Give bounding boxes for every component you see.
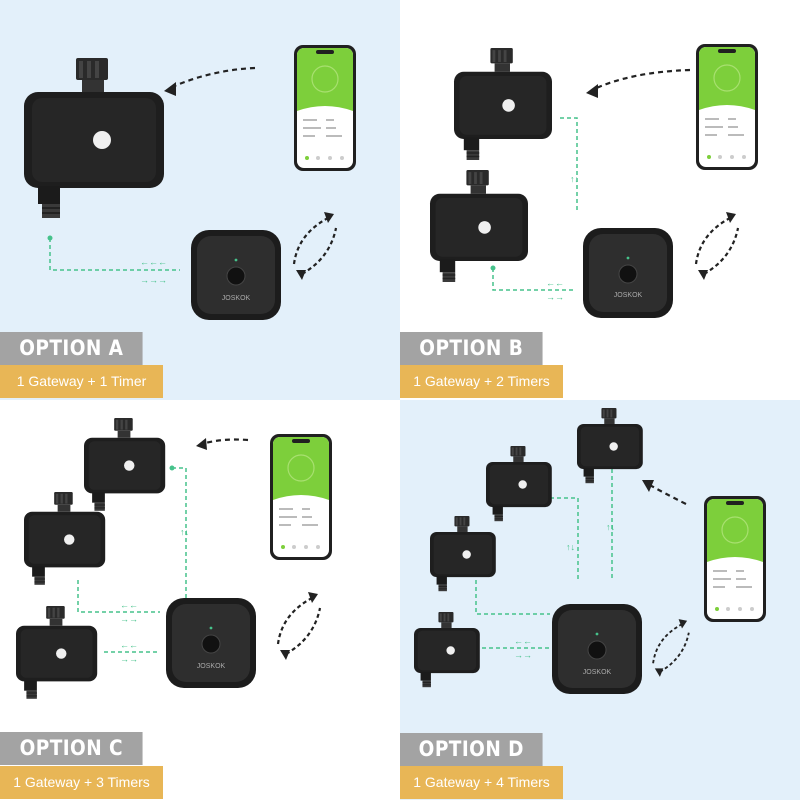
- wireless-arrows-icon: [652, 618, 690, 678]
- option-subtitle: 1 Gateway + 4 Timers: [400, 766, 563, 799]
- option-a-panel: ←←← →→→ JOSKOK OPTION A 1 Gateway + 1 Ti…: [0, 0, 400, 400]
- wireless-arrows-icon: [292, 210, 338, 282]
- water-timer-icon: [414, 612, 480, 688]
- option-subtitle: 1 Gateway + 2 Timers: [400, 365, 563, 398]
- option-d-panel: ↑↓ ↑↓ ←← →→ JOSKOK OPTION D 1 Gateway + …: [400, 400, 800, 800]
- connection-line: [560, 117, 578, 210]
- water-timer-icon: [430, 516, 496, 592]
- smartphone-icon: [695, 43, 759, 171]
- svg-text:←←←: ←←←: [140, 257, 167, 267]
- wireless-arrows-icon: [694, 210, 740, 282]
- smartphone-icon: [703, 495, 767, 623]
- svg-text:↑↓: ↑↓: [606, 522, 615, 532]
- water-timer-icon: [430, 170, 528, 282]
- option-b-scene: ↑↓ ←← →→ JOSKOK: [430, 43, 759, 319]
- gateway-brand: JOSKOK: [583, 669, 612, 676]
- svg-text:↑↓: ↑↓: [180, 527, 189, 537]
- option-c-panel: ↑↓ ←← →→ ←← →→ JOSKOK OPTION C 1 Gateway…: [0, 400, 400, 800]
- gateway-hub-icon: [165, 597, 257, 689]
- connection-line: [550, 497, 579, 580]
- svg-text:→→→: →→→: [140, 275, 167, 285]
- option-d-scene: ↑↓ ↑↓ ←← →→ JOSKOK: [414, 408, 767, 695]
- option-b-panel: ↑↓ ←← →→ JOSKOK OPTION B 1 Gateway + 2 T…: [400, 0, 800, 400]
- svg-text:→→: →→: [514, 650, 532, 660]
- gateway-brand: JOSKOK: [197, 663, 226, 670]
- water-timer-icon: [486, 446, 552, 522]
- smartphone-icon: [293, 44, 357, 172]
- water-timer-icon: [577, 408, 643, 484]
- connection-line: [475, 580, 550, 615]
- water-timer-icon: [84, 418, 166, 511]
- option-label: OPTION C: [0, 732, 143, 765]
- svg-text:↑↓: ↑↓: [570, 174, 579, 184]
- wireless-arrow: [201, 438, 249, 446]
- wireless-arrow: [647, 483, 687, 505]
- svg-text:↑↓: ↑↓: [566, 542, 575, 552]
- option-a-scene: ←←← →→→ JOSKOK: [24, 44, 357, 321]
- connection-line: [172, 467, 187, 600]
- smartphone-icon: [269, 433, 333, 561]
- svg-text:←←: ←←: [546, 278, 564, 288]
- svg-text:←←: ←←: [120, 640, 138, 650]
- water-timer-icon: [24, 58, 164, 218]
- gateway-brand: JOSKOK: [614, 292, 643, 299]
- option-c-scene: ↑↓ ←← →→ ←← →→ JOSKOK: [16, 418, 333, 699]
- option-label: OPTION D: [400, 733, 543, 766]
- option-subtitle: 1 Gateway + 1 Timer: [0, 365, 163, 398]
- gateway-hub-icon: [582, 227, 674, 319]
- svg-text:→→: →→: [120, 654, 138, 664]
- gateway-brand: JOSKOK: [222, 295, 251, 302]
- svg-text:→→: →→: [546, 292, 564, 302]
- water-timer-icon: [454, 48, 552, 160]
- connection-line: [77, 580, 160, 613]
- water-timer-icon: [24, 492, 106, 585]
- water-timer-icon: [16, 606, 98, 699]
- wireless-arrows-icon: [276, 590, 322, 662]
- gateway-hub-icon: [190, 229, 282, 321]
- connection-line: [49, 238, 180, 271]
- option-subtitle: 1 Gateway + 3 Timers: [0, 766, 163, 799]
- connection-line: [598, 461, 613, 580]
- svg-text:→→: →→: [120, 614, 138, 624]
- connection-line: [492, 268, 575, 291]
- svg-text:←←: ←←: [514, 636, 532, 646]
- wireless-arrow: [169, 66, 256, 90]
- wireless-arrow: [591, 68, 691, 91]
- svg-text:←←: ←←: [120, 600, 138, 610]
- option-label: OPTION A: [0, 332, 143, 365]
- option-label: OPTION B: [400, 332, 543, 365]
- gateway-hub-icon: [551, 603, 643, 695]
